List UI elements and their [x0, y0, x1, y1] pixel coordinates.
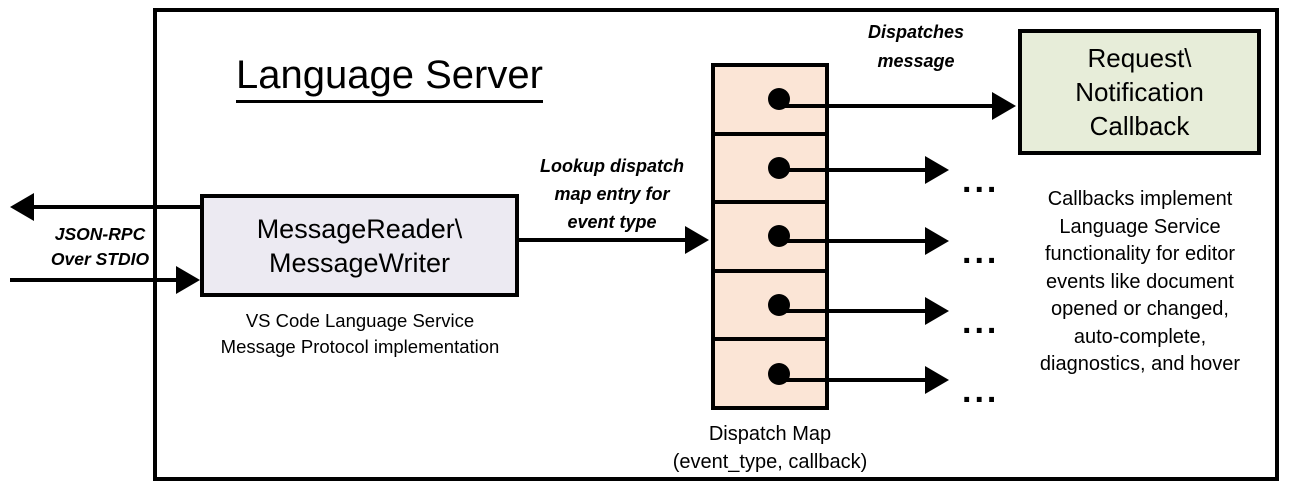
outgoing-jsonrpc-arrow [32, 205, 200, 209]
dispatch-arrow-1 [775, 104, 994, 108]
dispatch-map-row[interactable] [715, 341, 825, 406]
page-title: Language Server [236, 52, 543, 103]
lookup-dispatch-arrow [519, 238, 687, 242]
incoming-jsonrpc-arrow [10, 278, 178, 282]
dispatch-ellipsis-5: ... [962, 372, 1000, 410]
dispatch-entry-dot-icon [768, 225, 790, 248]
dispatch-arrow-5 [775, 378, 927, 382]
dispatch-arrow-4 [775, 309, 927, 313]
dispatch-map-caption: Dispatch Map(event_type, callback) [672, 423, 868, 473]
message-reader-writer-box[interactable]: MessageReader\MessageWriter [200, 194, 519, 297]
dispatch-map-row[interactable] [715, 273, 825, 342]
message-reader-writer-label: MessageReader\MessageWriter [256, 213, 463, 278]
dispatch-map-row[interactable] [715, 67, 825, 136]
dispatch-ellipsis-4: ... [962, 303, 1000, 341]
dispatch-ellipsis-3: ... [962, 233, 1000, 271]
dispatch-map-table[interactable] [711, 63, 829, 410]
dispatch-arrow-2 [775, 168, 927, 172]
language-server-frame [153, 8, 1279, 481]
dispatch-arrow-3 [775, 239, 927, 243]
dispatch-ellipsis-2: ... [962, 162, 1000, 200]
